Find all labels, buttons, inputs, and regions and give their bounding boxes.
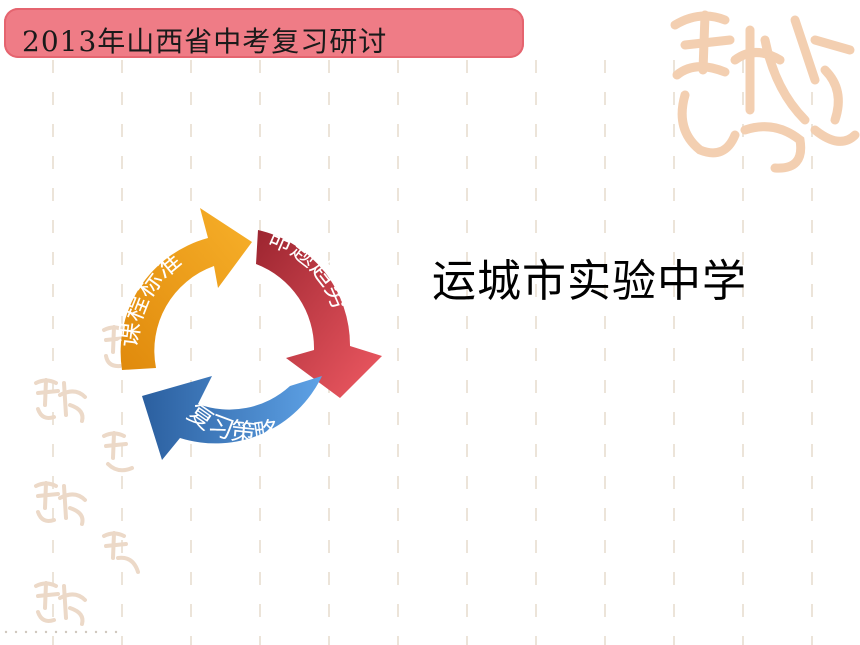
- title-banner: 2013年山西省中考复习研讨: [4, 8, 524, 58]
- small-seal-5: [102, 531, 140, 574]
- page-title: 2013年山西省中考复习研讨: [22, 25, 388, 58]
- small-seal-2: [34, 378, 87, 423]
- school-name: 运城市实验中学: [432, 256, 747, 307]
- small-seal-6: [34, 581, 87, 626]
- small-seal-3: [102, 431, 134, 473]
- review-cycle-diagram: 课程标准 命题趋势 复习策略: [114, 208, 382, 460]
- cycle-segment-trends: [256, 230, 382, 398]
- auspicious-seal-decoration: [670, 10, 860, 173]
- small-seal-4: [34, 481, 87, 526]
- cycle-segment-strategy: [142, 376, 322, 460]
- bottom-dots-decoration: [4, 630, 118, 634]
- cycle-segment-standards: [120, 208, 253, 370]
- small-seal-1: [102, 325, 128, 369]
